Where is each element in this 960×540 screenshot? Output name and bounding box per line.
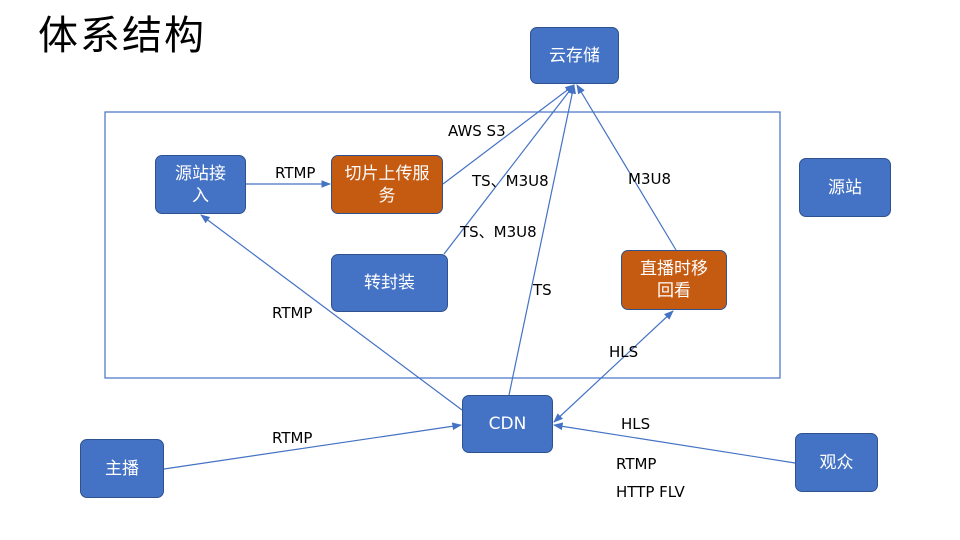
edge-cdn-to-storage: [508, 84, 576, 396]
label-cdn-timeshift: HLS: [609, 343, 639, 361]
edge-timeshift-to-storage: [576, 84, 677, 251]
label-viewer-rtmp: RTMP: [616, 455, 657, 473]
node-cloud-storage: 云存储: [530, 27, 619, 84]
node-label: 源站接入: [175, 163, 226, 206]
label-slice-to-storage: TS、M3U8: [472, 172, 549, 190]
node-label: 云存储: [549, 45, 600, 66]
node-label: 切片上传服务: [344, 163, 430, 206]
node-origin: 源站: [799, 158, 891, 217]
node-label: CDN: [488, 414, 527, 434]
label-aws-s3: AWS S3: [448, 122, 506, 140]
edge-transmux-to-storage: [443, 84, 575, 255]
page-title: 体系结构: [38, 13, 206, 59]
node-transmux: 转封装: [331, 254, 448, 312]
node-viewer: 观众: [795, 433, 878, 492]
edge-viewer-to-cdn: [553, 422, 796, 464]
node-timeshift: 直播时移回看: [621, 250, 727, 310]
node-slice-upload: 切片上传服务: [331, 155, 443, 214]
label-cdn-to-storage: TS: [533, 281, 552, 299]
node-label: 源站: [828, 177, 862, 198]
label-transmux-to-storage: TS、M3U8: [460, 223, 537, 241]
label-viewer-flv: HTTP FLV: [616, 483, 685, 501]
edge-cdn-timeshift: [553, 310, 674, 423]
node-label: 观众: [819, 452, 854, 473]
origin-site-boundary: [104, 111, 781, 379]
node-label: 主播: [105, 458, 139, 479]
node-label: 转封装: [364, 273, 415, 293]
node-origin-ingest: 源站接入: [155, 155, 246, 214]
node-streamer: 主播: [80, 439, 164, 498]
node-label: 直播时移回看: [640, 259, 708, 301]
edge-streamer-to-cdn: [163, 422, 462, 470]
edge-cdn-to-ingest: [200, 214, 463, 411]
node-cdn: CDN: [462, 395, 553, 453]
label-streamer-to-cdn: RTMP: [272, 429, 313, 447]
label-cdn-to-ingest: RTMP: [272, 304, 313, 322]
edge-slice-to-storage: [442, 84, 575, 185]
label-timeshift-to-storage: M3U8: [628, 170, 672, 188]
label-viewer-hls: HLS: [621, 415, 651, 433]
label-ingest-to-slice: RTMP: [275, 164, 316, 182]
